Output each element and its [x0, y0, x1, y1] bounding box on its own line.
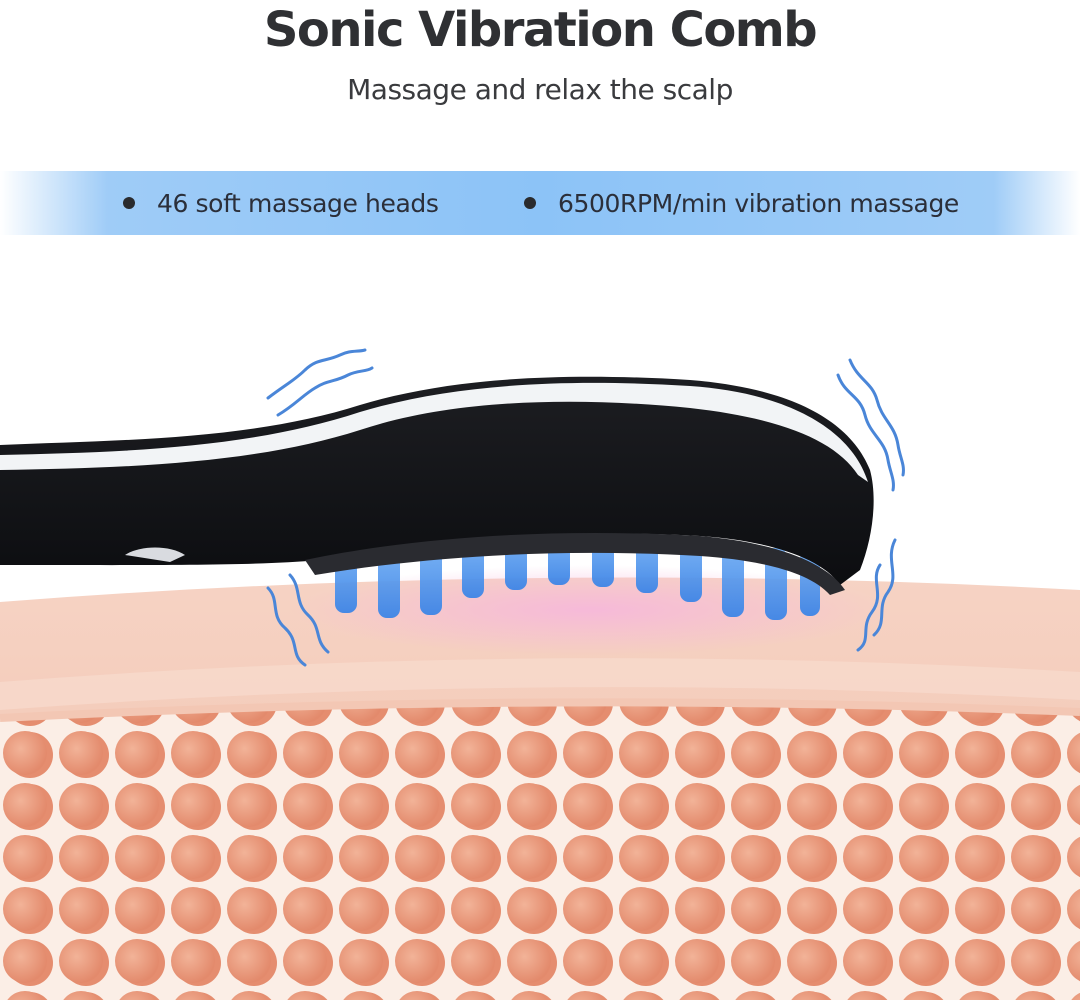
feature-label: 6500RPM/min vibration massage [558, 188, 959, 218]
features-banner: 46 soft massage heads 6500RPM/min vibrat… [0, 171, 1080, 235]
feature-massage-heads: 46 soft massage heads [123, 171, 439, 235]
vibration-waves-icon [266, 348, 905, 667]
bullet-dot-icon [524, 197, 536, 209]
bullet-dot-icon [123, 197, 135, 209]
feature-vibration-speed: 6500RPM/min vibration massage [524, 171, 959, 235]
page-subtitle: Massage and relax the scalp [347, 73, 733, 106]
feature-label: 46 soft massage heads [157, 188, 439, 218]
comb-device [0, 376, 874, 595]
scalp-cells [0, 702, 1080, 1000]
page-title: Sonic Vibration Comb [263, 2, 818, 58]
product-illustration [0, 330, 1080, 1000]
